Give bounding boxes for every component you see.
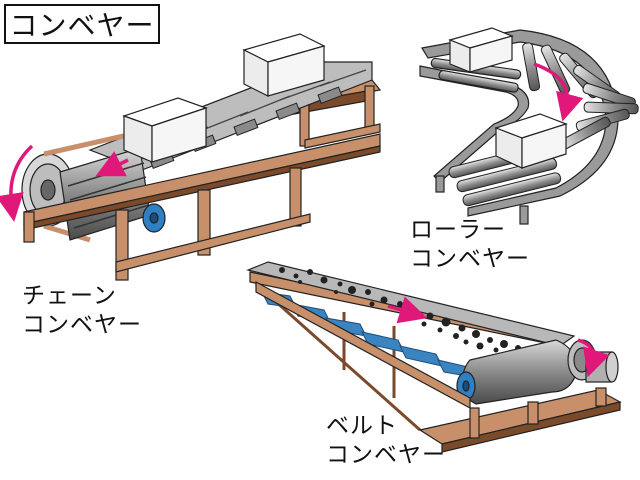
chain-conveyor: [21, 33, 382, 281]
roller-label-line2: コンベヤー: [410, 246, 530, 272]
page-title: コンベヤー: [4, 4, 160, 44]
chain-label-line1: チェーン: [22, 283, 117, 309]
belt-material: [279, 267, 521, 353]
chain-conveyor-label: チェーン コンベヤー: [22, 282, 142, 340]
roller-label-line1: ローラー: [410, 217, 506, 243]
belt-label-line1: ベルト: [326, 413, 398, 439]
roller-conveyor-label: ローラー コンベヤー: [410, 216, 530, 274]
belt-label-line2: コンベヤー: [326, 442, 446, 468]
roller-box-top: [448, 27, 514, 73]
roller-box-bottom: [494, 113, 568, 169]
belt-head-drum: [461, 339, 578, 405]
belt-conveyor-label: ベルト コンベヤー: [326, 412, 446, 470]
chain-label-line2: コンベヤー: [22, 312, 142, 338]
chain-rotation-arrow: [0, 144, 34, 222]
roller-direction-arrow: [533, 62, 584, 122]
belt-direction-arrow: [387, 296, 428, 324]
chain-direction-arrow: [95, 151, 129, 177]
belt-rotation-arrow: [577, 338, 610, 378]
chain-box-front: [122, 97, 208, 163]
belt-conveyor: [246, 261, 622, 453]
roller-conveyor: [419, 27, 639, 225]
chain-box-back: [242, 33, 326, 97]
